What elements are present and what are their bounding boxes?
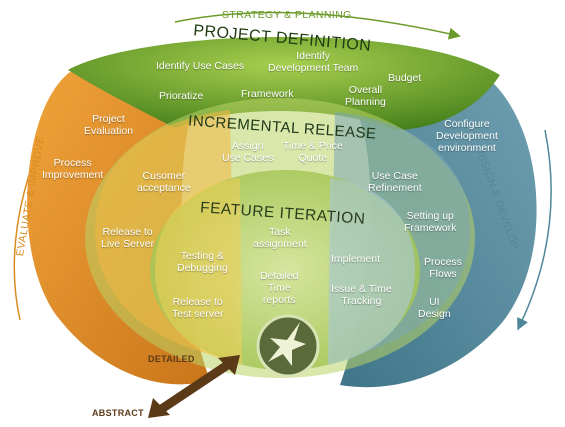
overall-planning-label: Overall Planning (345, 84, 386, 108)
setting-up-framework-label: Setting up Framework (404, 210, 457, 234)
strategy-planning-label: STRATEGY & PLANNING (222, 9, 352, 21)
process-flows-label: Process Flows (424, 256, 462, 280)
budget-label: Budget (388, 72, 422, 84)
inner-yellow-tint (155, 178, 242, 365)
arrowhead-down (148, 398, 170, 418)
issue-time-tracking-label: Issue & Time Tracking (331, 283, 392, 307)
release-live-label: Release to Live Server (101, 226, 155, 250)
process-improvement-label: Process Improvement (42, 157, 104, 181)
project-evaluation-label: Project Evaluation (84, 113, 134, 137)
arrowhead-up (218, 355, 240, 375)
time-price-quote-label: Time & Price Quote (283, 140, 343, 164)
detailed-time-reports-label: Detailed Time reports (260, 270, 299, 306)
customer-acceptance-label: Cusomer acceptance (137, 170, 191, 194)
green-leaf (68, 36, 500, 131)
implement-label: Implement (331, 253, 381, 265)
identify-use-cases-label: Identify Use Cases (156, 60, 245, 72)
release-test-label: Release to Test server (172, 296, 224, 320)
abstract-detailed-arrow (157, 358, 235, 414)
framework-label: Framework (241, 88, 294, 100)
configure-env-label: Configure Development environment (436, 118, 498, 154)
inner-blue-tint (328, 178, 415, 365)
jet-emblem-icon (268, 322, 306, 366)
detailed-label: DETAILED (148, 354, 195, 364)
assign-use-cases-label: Assign Use Cases (222, 140, 274, 164)
prioritize-label: Prioratize (159, 90, 204, 102)
ui-design-label: UI Design (418, 296, 451, 320)
task-assignment-label: Task assignment (253, 226, 307, 250)
arc-arrow-top (174, 11, 461, 40)
arc-arrow-right (517, 129, 552, 331)
abstract-label: ABSTRACT (92, 408, 144, 418)
use-case-refinement-label: Use Case Refinement (368, 170, 422, 194)
testing-debugging-label: Testing & Debugging (177, 250, 228, 274)
identify-dev-team-label: Identify Development Team (268, 50, 359, 74)
